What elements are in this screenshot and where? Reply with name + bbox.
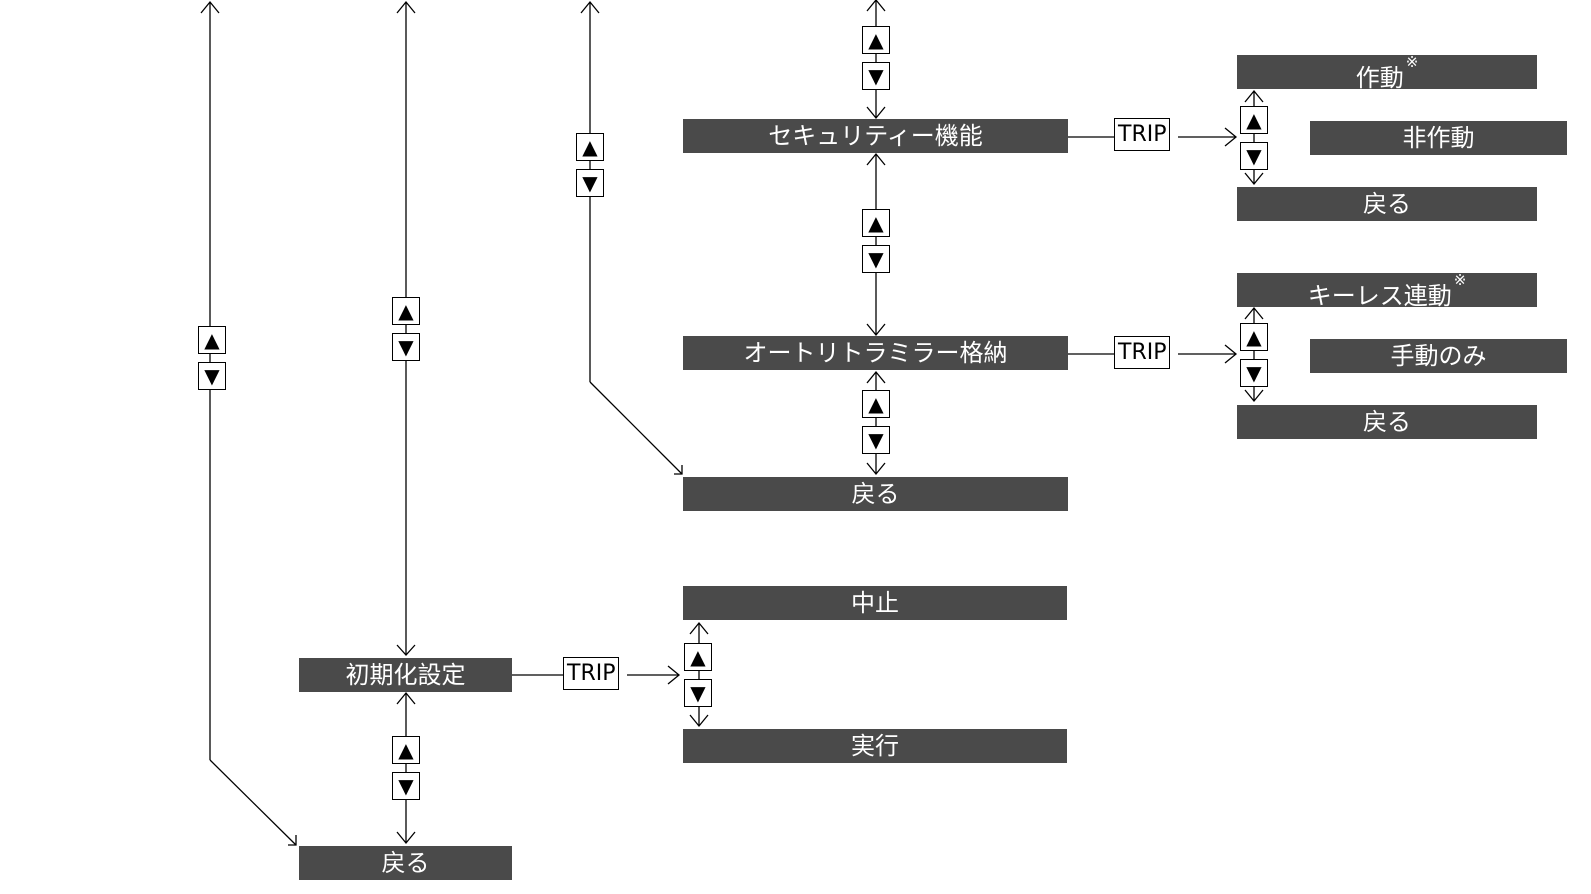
- menu-item-label: 中止: [851, 589, 899, 617]
- up-button[interactable]: ▲: [684, 643, 712, 671]
- down-button[interactable]: ▼: [198, 362, 226, 390]
- down-button[interactable]: ▼: [576, 169, 604, 197]
- up-button[interactable]: ▲: [392, 297, 420, 325]
- down-button[interactable]: ▼: [862, 426, 890, 454]
- menu-item-group-back[interactable]: 戻る: [683, 477, 1068, 511]
- menu-item-label: 作動: [1355, 64, 1404, 92]
- up-button[interactable]: ▲: [1240, 323, 1268, 351]
- trip-button-mirror[interactable]: TRIP: [1114, 336, 1171, 369]
- menu-item-label: 戻る: [1363, 408, 1411, 436]
- down-button[interactable]: ▼: [684, 679, 712, 707]
- menu-item-mirror-keyless[interactable]: キーレス連動※: [1237, 271, 1537, 310]
- menu-item-label: キーレス連動: [1307, 282, 1452, 310]
- up-button[interactable]: ▲: [1240, 106, 1268, 134]
- menu-item-security[interactable]: セキュリティー機能: [683, 119, 1068, 153]
- menu-item-mirror-back[interactable]: 戻る: [1237, 405, 1537, 439]
- up-button[interactable]: ▲: [862, 209, 890, 237]
- down-button[interactable]: ▼: [1240, 359, 1268, 387]
- menu-item-label: 戻る: [1363, 190, 1411, 218]
- menu-item-mirror-manual[interactable]: 手動のみ: [1310, 339, 1567, 373]
- down-button[interactable]: ▼: [1240, 142, 1268, 170]
- menu-item-label: 戻る: [381, 849, 430, 877]
- footnote-mark: ※: [1405, 53, 1419, 71]
- menu-item-security-on[interactable]: 作動※: [1237, 53, 1537, 92]
- up-button[interactable]: ▲: [392, 736, 420, 764]
- menu-item-label: セキュリティー機能: [768, 122, 983, 150]
- menu-item-label: オートリトラミラー格納: [743, 339, 1008, 367]
- menu-item-label: 実行: [851, 732, 899, 760]
- menu-item-security-off[interactable]: 非作動: [1310, 121, 1567, 155]
- down-button[interactable]: ▼: [862, 62, 890, 90]
- menu-item-mirror[interactable]: オートリトラミラー格納: [683, 336, 1068, 370]
- up-button[interactable]: ▲: [862, 390, 890, 418]
- up-button[interactable]: ▲: [862, 26, 890, 54]
- up-button[interactable]: ▲: [198, 326, 226, 354]
- trip-button-reset[interactable]: TRIP: [563, 657, 620, 690]
- menu-item-label: 非作動: [1402, 124, 1475, 152]
- menu-item-reset[interactable]: 初期化設定: [299, 658, 512, 692]
- up-button[interactable]: ▲: [576, 133, 604, 161]
- menu-item-label: 戻る: [851, 480, 900, 508]
- menu-item-reset-cancel[interactable]: 中止: [683, 586, 1067, 620]
- down-button[interactable]: ▼: [392, 772, 420, 800]
- menu-item-main-back[interactable]: 戻る: [299, 846, 512, 880]
- menu-item-reset-execute[interactable]: 実行: [683, 729, 1067, 763]
- footnote-mark: ※: [1453, 271, 1467, 289]
- trip-button-security[interactable]: TRIP: [1114, 118, 1171, 151]
- menu-item-label: 手動のみ: [1390, 342, 1487, 370]
- menu-item-security-back[interactable]: 戻る: [1237, 187, 1537, 221]
- down-button[interactable]: ▼: [392, 333, 420, 361]
- down-button[interactable]: ▼: [862, 245, 890, 273]
- menu-item-label: 初期化設定: [345, 661, 466, 689]
